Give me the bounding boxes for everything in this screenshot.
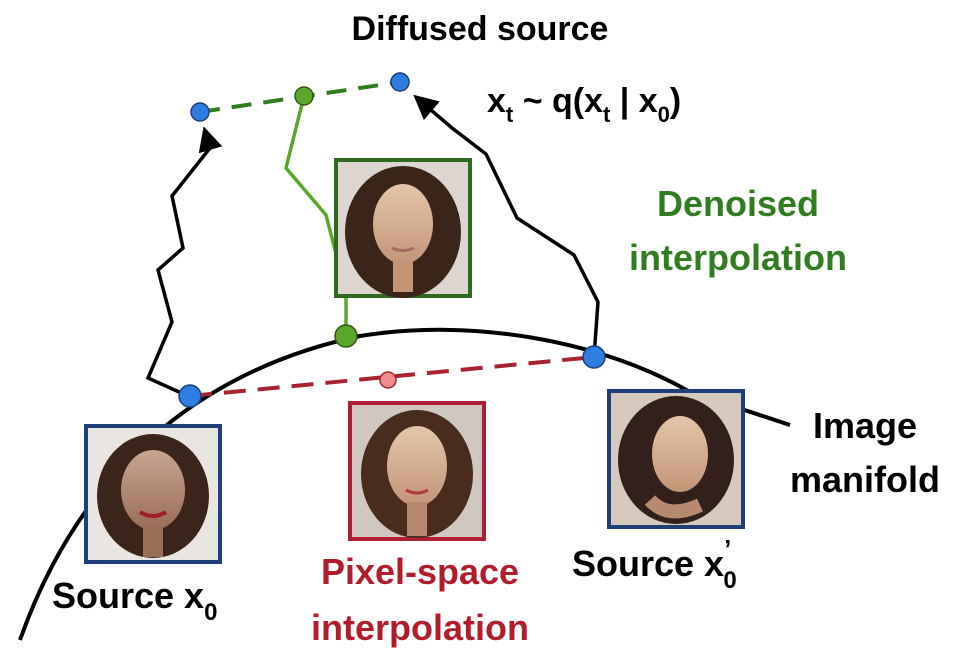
- pixel-label-line2: interpolation: [311, 607, 529, 648]
- manifold-label-line1: Image: [813, 405, 917, 446]
- diffused-point-right: [390, 72, 410, 92]
- source-image-left: [84, 424, 222, 564]
- source-point-left: [178, 384, 202, 408]
- pixel-interpolation-point: [379, 371, 397, 389]
- denoising-path: [284, 95, 348, 336]
- pixel-label-line1: Pixel-space: [321, 551, 519, 592]
- source-point-right: [582, 345, 606, 369]
- manifold-label-line2: manifold: [790, 459, 940, 500]
- diffused-point-left: [190, 102, 210, 122]
- denoised-image: [334, 158, 472, 298]
- pixel-space-image: [348, 401, 486, 541]
- source-left-label: Source x0: [52, 575, 217, 626]
- diffused-point-middle: [294, 86, 314, 106]
- denoised-label-line2: interpolation: [629, 237, 847, 278]
- forward-process-formula: xt ~ q(xt | x0): [487, 82, 681, 127]
- diffused-source-title: Diffused source: [352, 10, 609, 48]
- denoised-label-line1: Denoised: [657, 183, 819, 224]
- denoised-point: [334, 324, 358, 348]
- left-diffusion-path: [145, 126, 223, 398]
- source-right-label: Source x’0: [572, 534, 737, 594]
- right-diffusion-path: [413, 94, 600, 358]
- source-image-right: [607, 389, 745, 529]
